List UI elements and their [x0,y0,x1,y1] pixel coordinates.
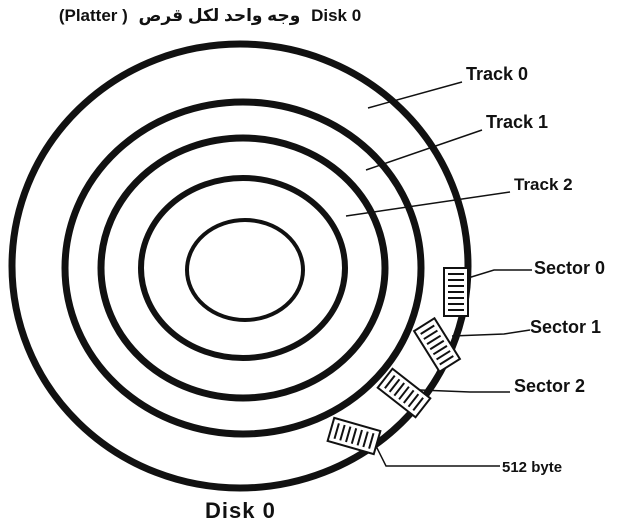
title-arabic: وجه واحد لكل قرص [138,6,301,25]
sector-0-leader [467,269,532,279]
ring-4 [138,175,348,361]
track-2-label: Track 2 [514,175,573,194]
sector-2-block [376,367,432,419]
track-0-leader [367,81,463,109]
track-0-label: Track 0 [466,64,528,84]
outer-platter-ring [8,40,472,492]
track-2-leader [345,191,511,217]
diagram-title: (Platter ) وجه واحد لكل قرص Disk 0 [0,6,420,26]
ring-3 [97,134,389,402]
byte-leader [375,445,500,467]
ring-2 [61,98,425,438]
sector-1-label: Sector 1 [530,317,601,337]
sector-0-block [443,267,469,317]
sector-2-leader [419,389,510,393]
sector-2-label: Sector 2 [514,376,585,396]
title-disk: Disk 0 [311,6,362,25]
spindle-hole [185,218,305,322]
byte-label: 512 byte [502,459,562,476]
track-1-label: Track 1 [486,112,548,132]
disk-caption: Disk 0 [205,498,276,523]
sector-1-block [412,316,462,374]
sector-1-leader [451,329,531,337]
byte-block [326,416,382,456]
track-1-leader [365,129,483,171]
title-platter: (Platter ) [58,6,128,25]
sector-0-label: Sector 0 [534,258,605,278]
